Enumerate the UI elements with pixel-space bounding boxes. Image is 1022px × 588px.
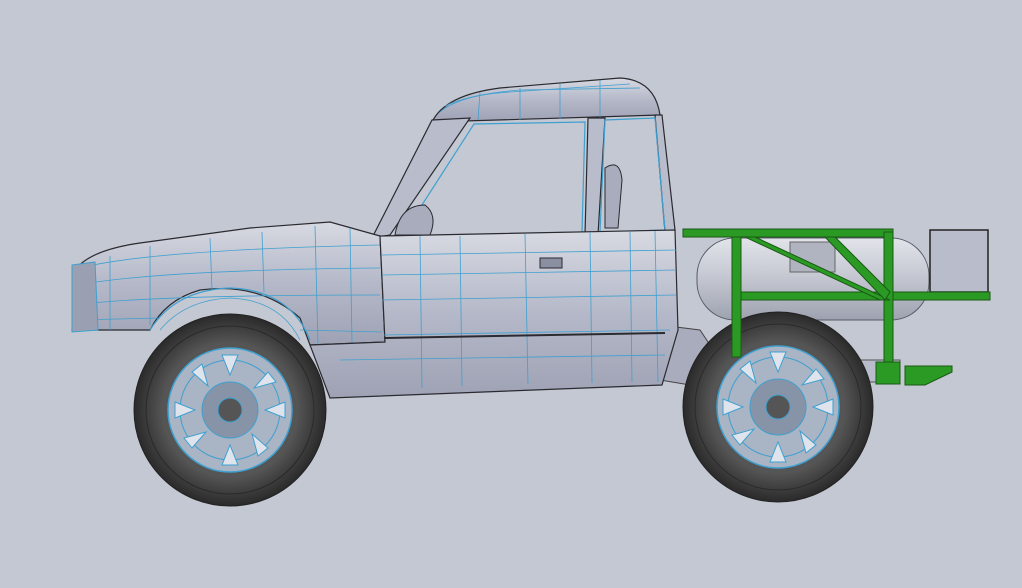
side-mirror — [394, 204, 434, 236]
front-wheel — [133, 313, 327, 507]
cab-body — [309, 229, 679, 399]
cab-roof — [431, 77, 661, 123]
bed-box — [929, 229, 989, 293]
rear-wheel — [682, 311, 874, 503]
door-handle — [539, 257, 563, 269]
grille — [71, 261, 99, 333]
front-body — [71, 221, 386, 346]
seat — [604, 164, 623, 229]
roll-cage — [682, 228, 991, 386]
